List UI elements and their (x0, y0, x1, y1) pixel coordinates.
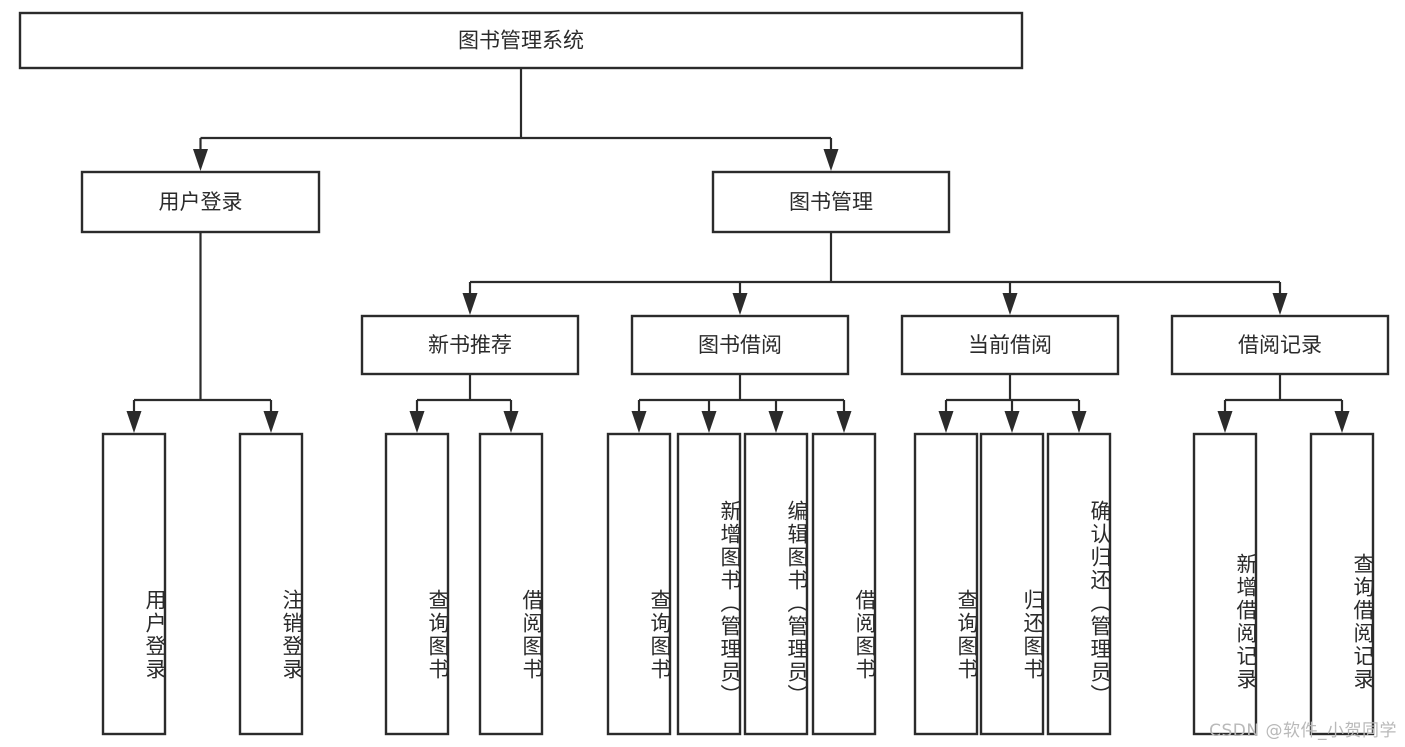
node-leaf-query-book-2[interactable] (606, 432, 672, 736)
node-label-borrow-record: 借阅记录 (1238, 333, 1322, 357)
edge-group-current-borrow (938, 374, 1087, 433)
node-leaf-query-book-1[interactable] (384, 432, 450, 736)
node-leaf-borrow-book-2[interactable] (811, 432, 877, 736)
node-label-current-borrow: 当前借阅 (968, 333, 1052, 357)
node-root[interactable] (18, 11, 1024, 70)
edge-group-borrow-record (1217, 374, 1350, 433)
edges-layer (126, 68, 1350, 433)
edge-group-new-book-recommend (409, 374, 519, 433)
node-label-book-manage: 图书管理 (789, 190, 873, 214)
node-label-user-login: 用户登录 (159, 190, 243, 214)
node-label-new-book-recommend: 新书推荐 (428, 333, 512, 357)
node-leaf-edit-book-admin[interactable] (743, 432, 809, 736)
node-label-root: 图书管理系统 (458, 29, 584, 53)
node-book-manage[interactable] (711, 170, 951, 234)
edge-group-book-borrow (631, 374, 852, 433)
node-leaf-query-book-3[interactable] (913, 432, 979, 736)
node-user-login[interactable] (80, 170, 321, 234)
edge-group-book-manage (462, 232, 1288, 315)
node-leaf-add-borrow-record[interactable] (1192, 432, 1258, 736)
node-label-book-borrow: 图书借阅 (698, 333, 782, 357)
node-leaf-add-book-admin[interactable] (676, 432, 742, 736)
node-leaf-user-login[interactable] (101, 432, 167, 736)
node-borrow-record[interactable] (1170, 314, 1390, 376)
csdn-watermark: CSDN @软件_小贺同学 (1209, 721, 1397, 741)
node-leaf-logout-login[interactable] (238, 432, 304, 736)
node-leaf-confirm-return-admin[interactable] (1046, 432, 1112, 736)
node-leaf-borrow-book-1[interactable] (478, 432, 544, 736)
node-leaf-query-borrow-record[interactable] (1309, 432, 1375, 736)
edge-group-user-login (126, 232, 279, 433)
node-book-borrow[interactable] (630, 314, 850, 376)
node-leaf-return-book[interactable] (979, 432, 1045, 736)
edge-group-root (193, 68, 839, 171)
node-new-book-recommend[interactable] (360, 314, 580, 376)
node-current-borrow[interactable] (900, 314, 1120, 376)
